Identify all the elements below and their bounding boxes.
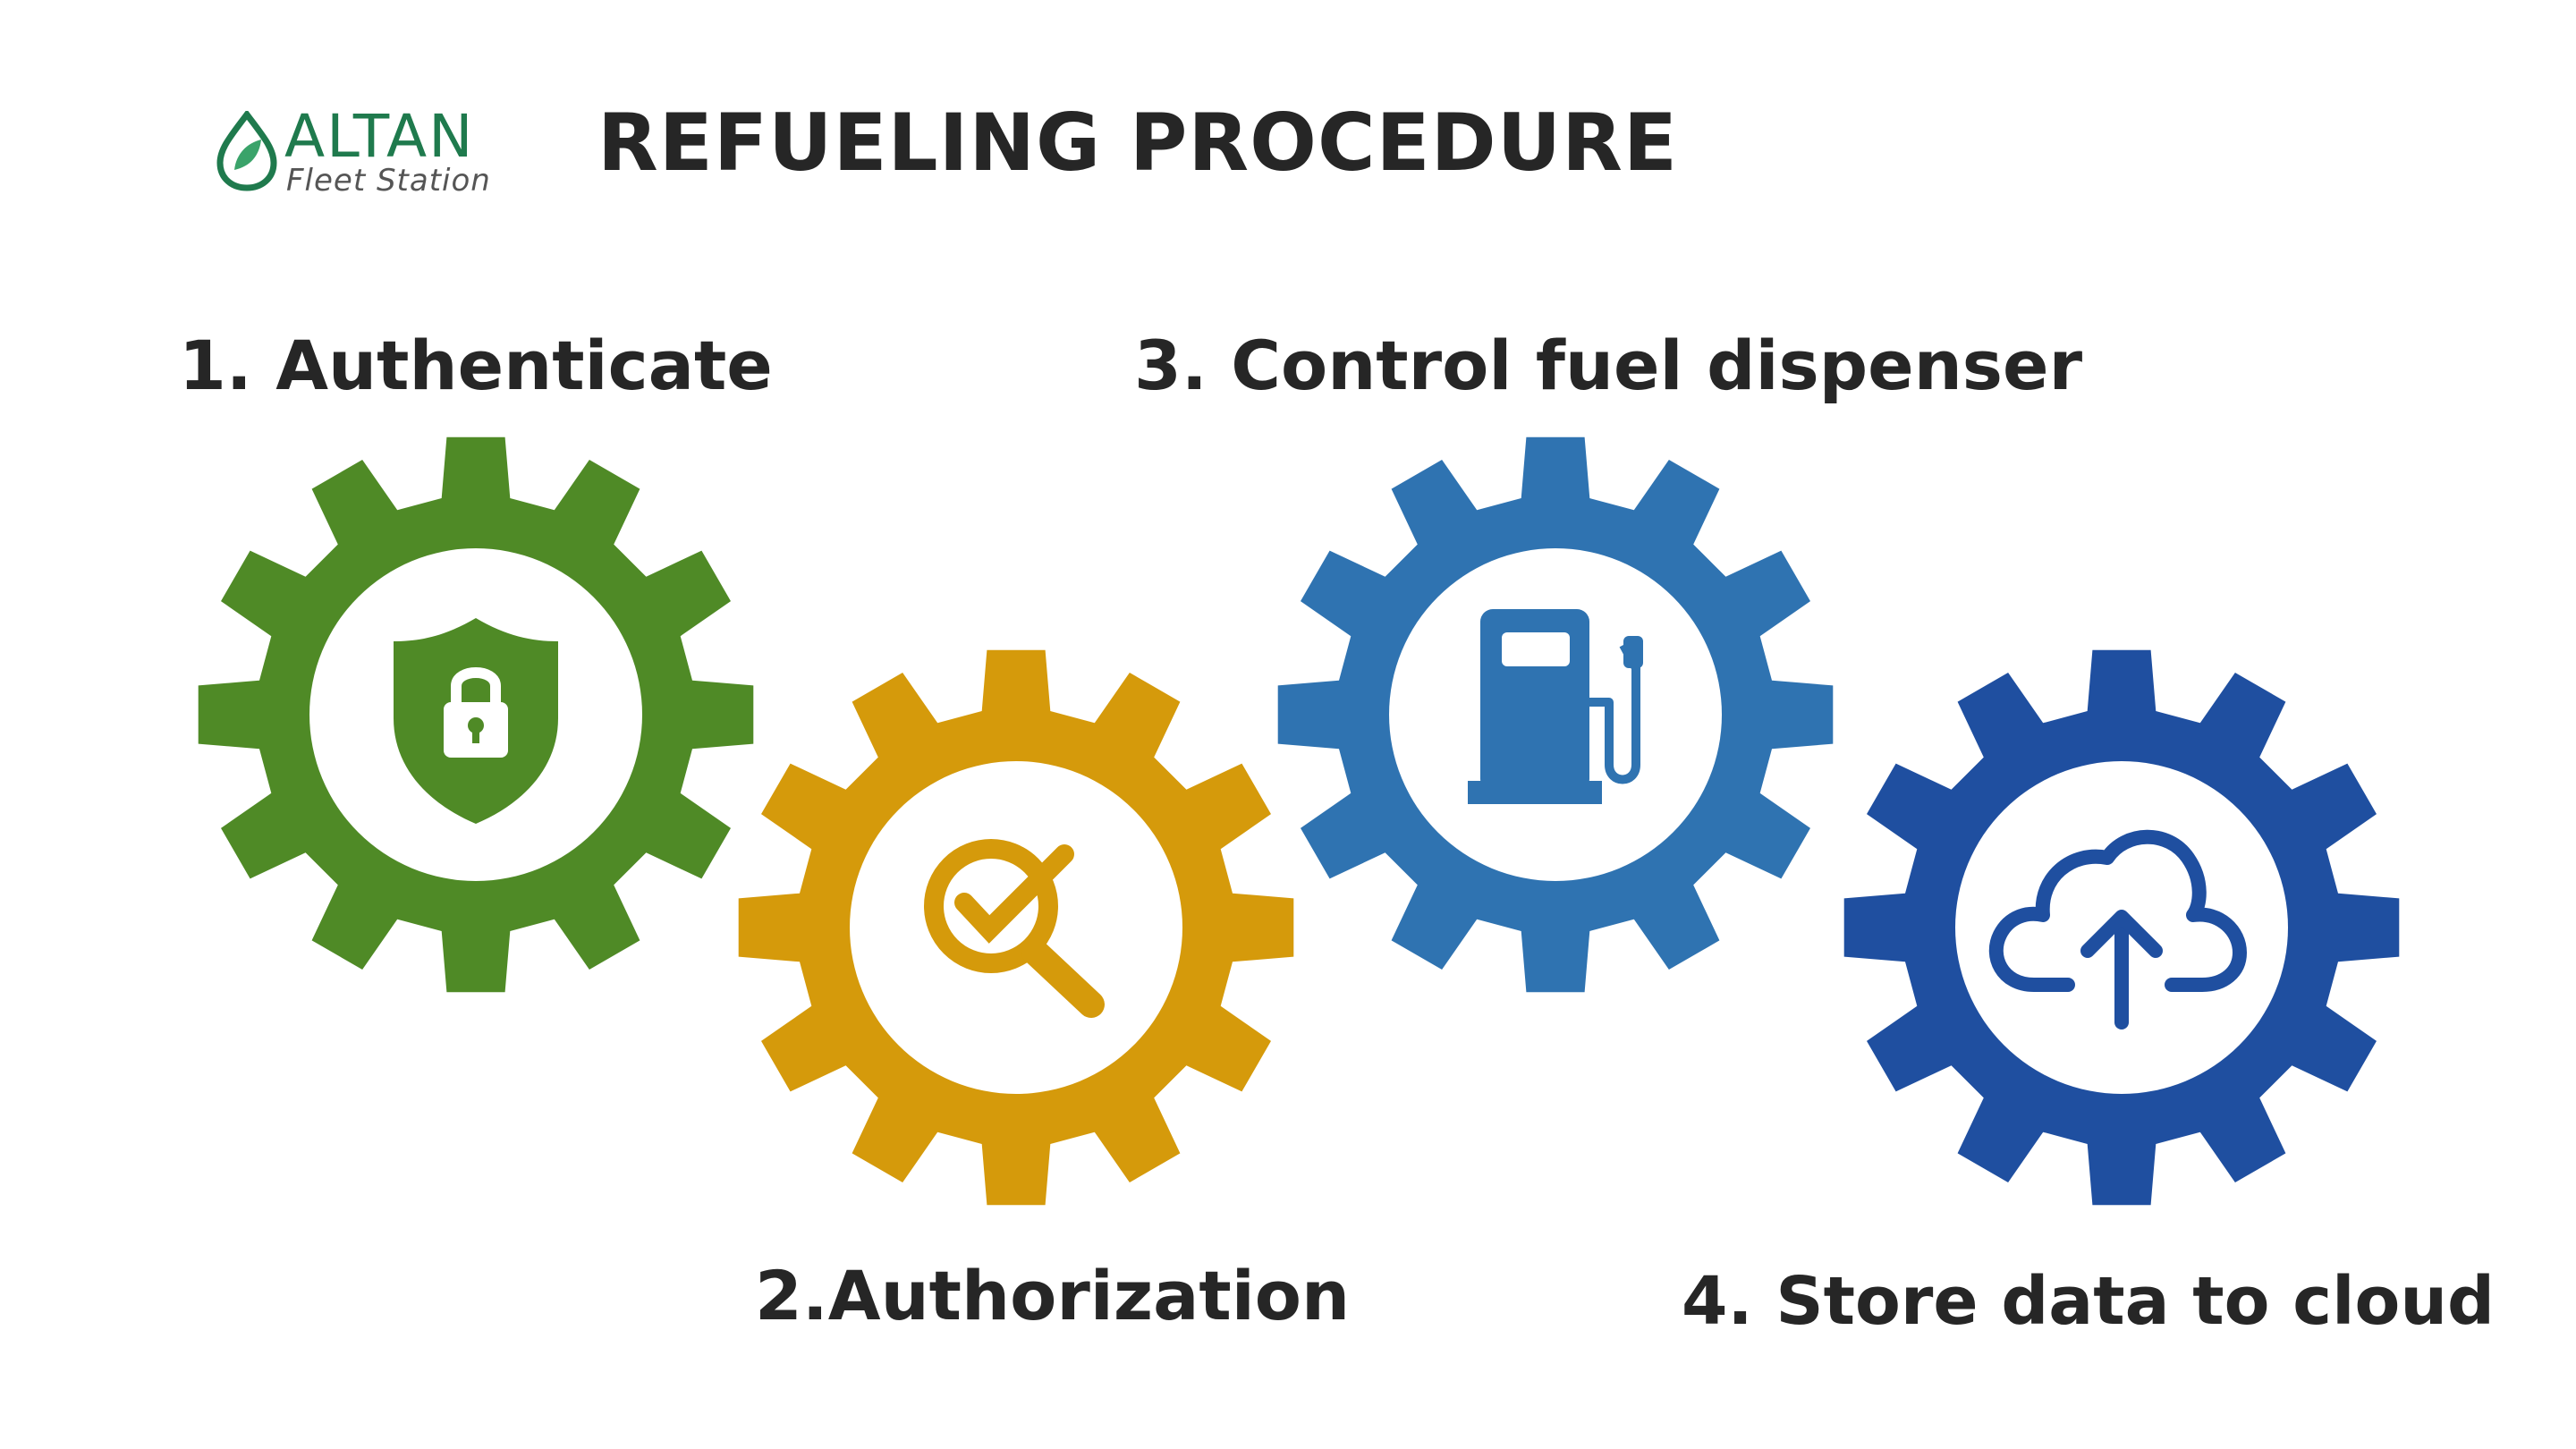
gear-authenticate [198, 436, 754, 993]
brand-name: ALTAN [284, 102, 475, 171]
step-2-label: 2.Authorization [755, 1256, 1351, 1335]
magnifier-check-icon [924, 839, 1105, 1018]
shield-lock-icon [394, 618, 558, 824]
step-3-label: 3. Control fuel dispenser [1134, 326, 2083, 405]
fuel-pump-icon [1468, 609, 1643, 804]
brand-logo: ALTAN Fleet Station [213, 102, 535, 204]
page-title: REFUELING PROCEDURE [597, 97, 1679, 189]
leaf-drop-icon [216, 111, 277, 191]
gear-control-fuel-dispenser [1277, 436, 1834, 993]
step-1-label: 1. Authenticate [179, 326, 773, 405]
cloud-upload-icon [1988, 829, 2247, 1030]
brand-subtitle: Fleet Station [286, 163, 491, 199]
step-4-label: 4. Store data to cloud [1682, 1263, 2495, 1340]
gear-authorization [738, 649, 1294, 1206]
gear-store-data-to-cloud [1843, 649, 2400, 1206]
